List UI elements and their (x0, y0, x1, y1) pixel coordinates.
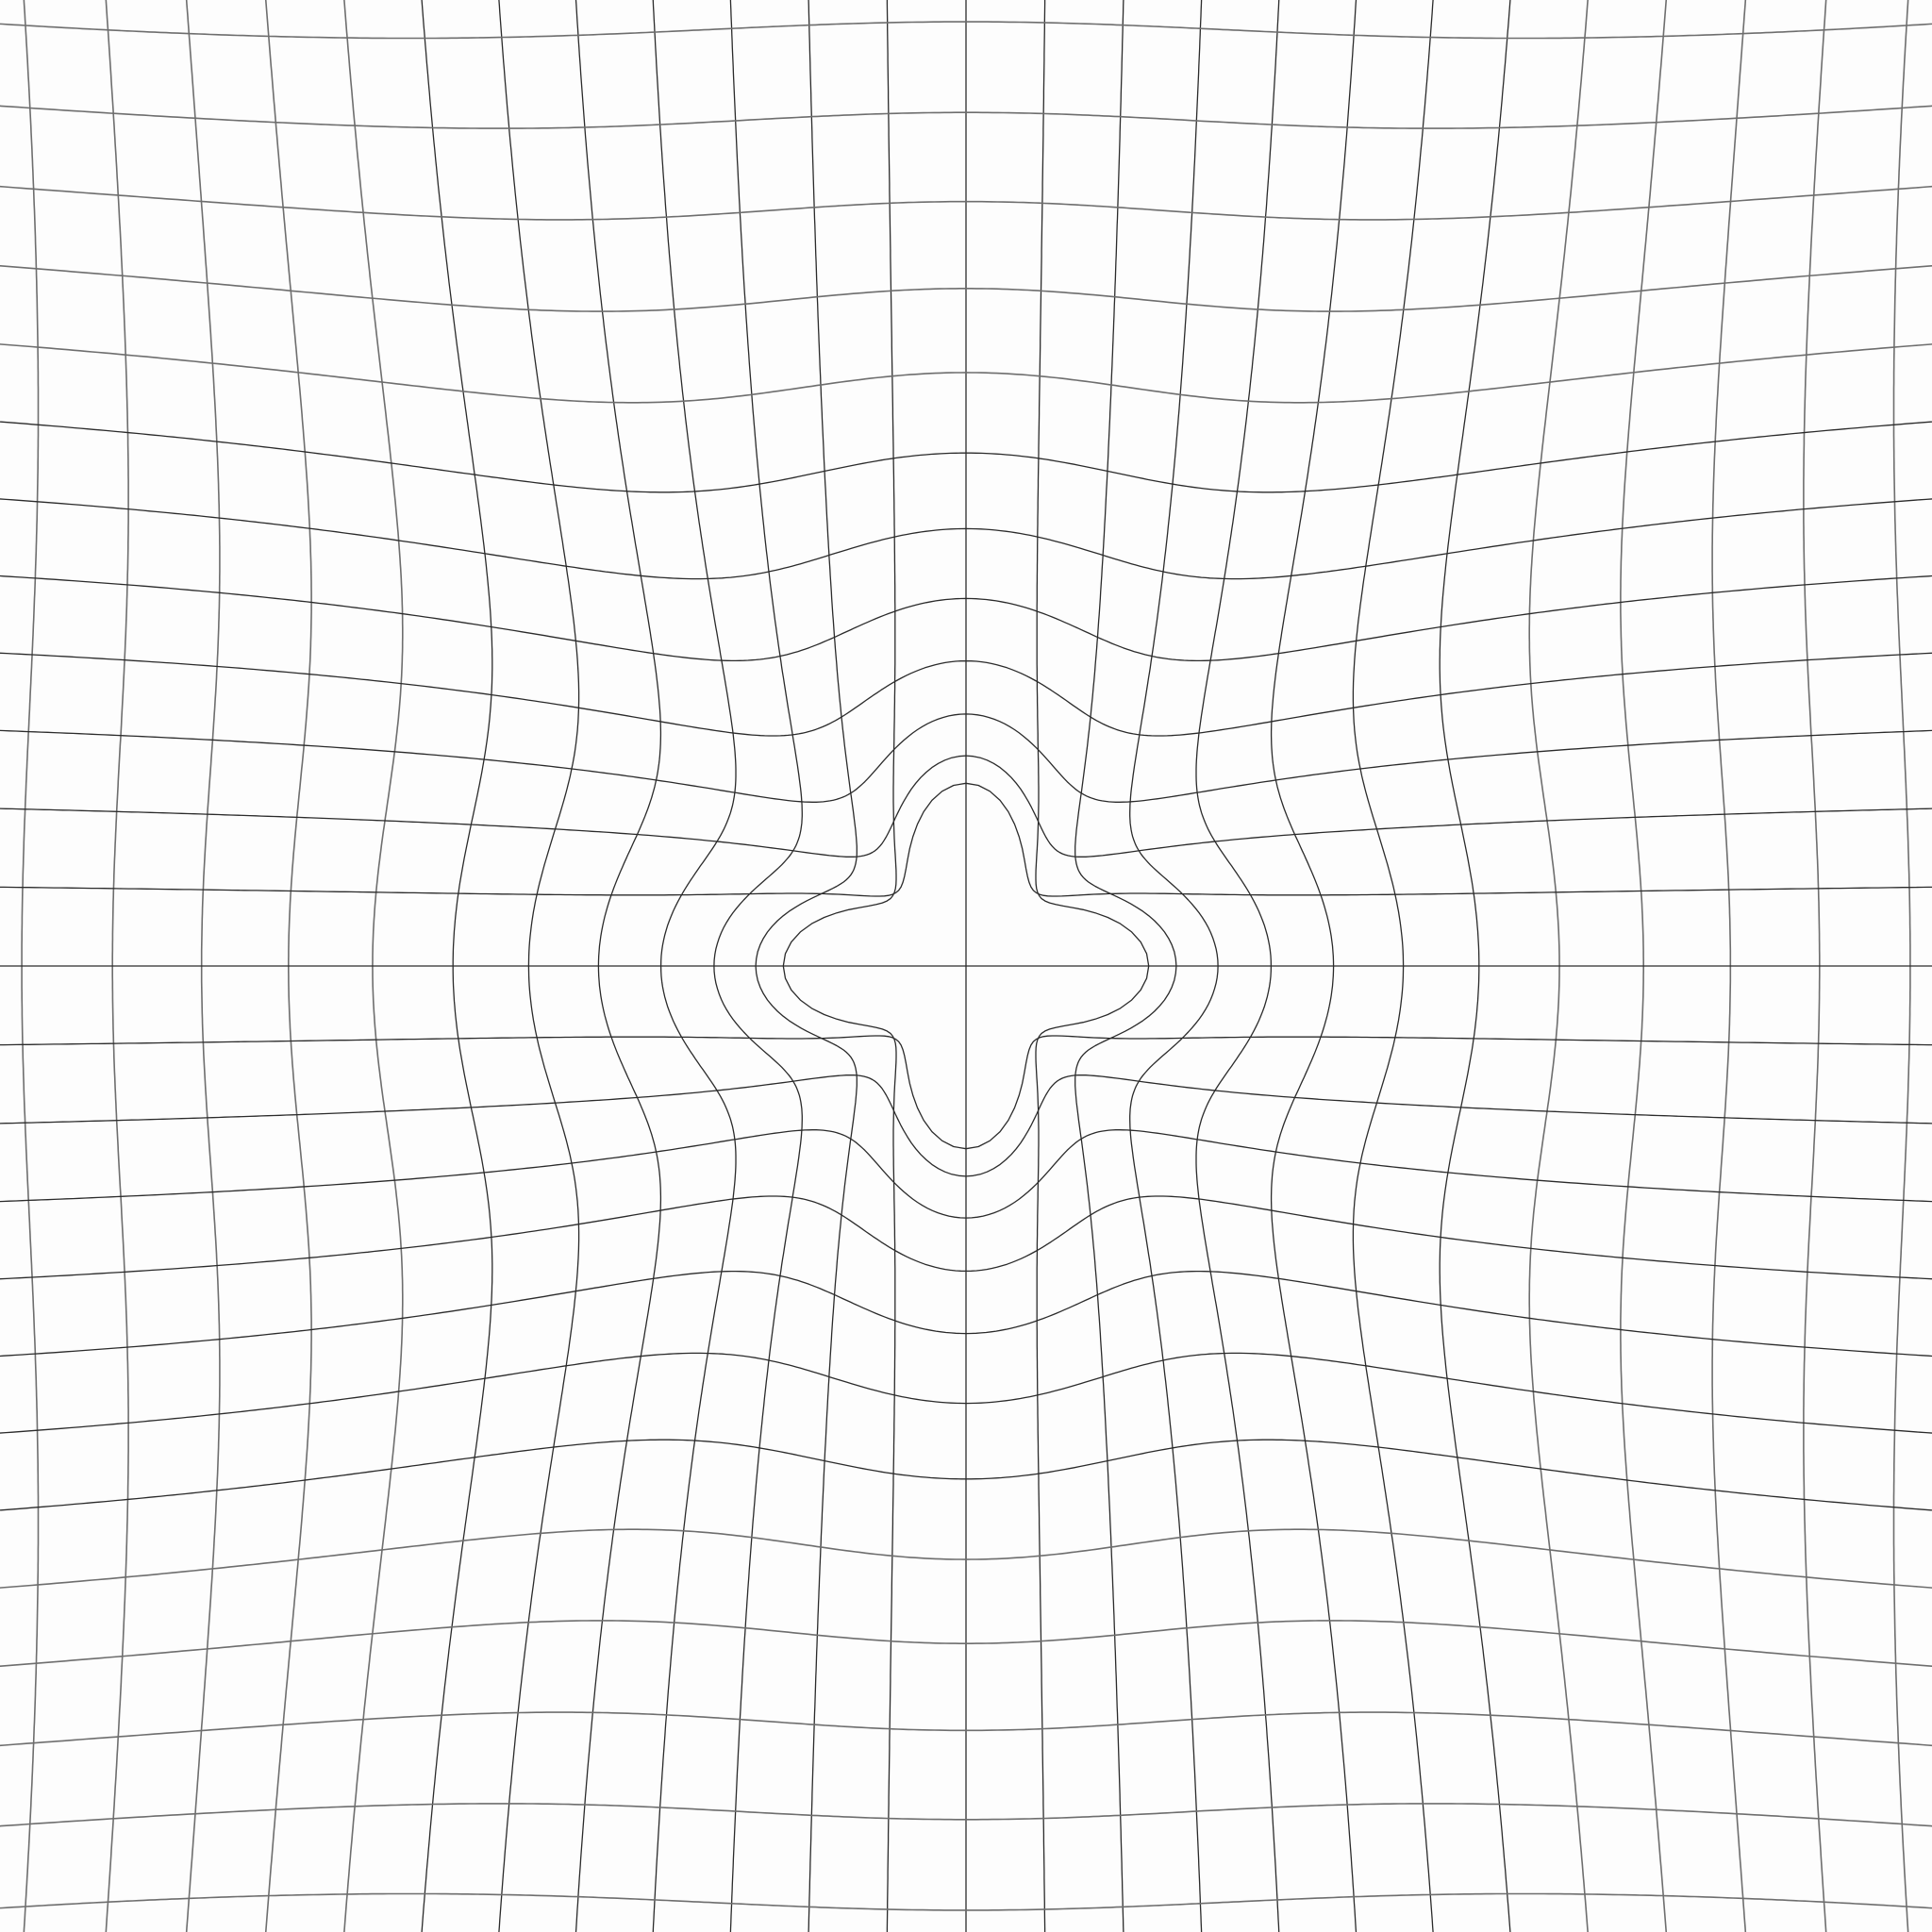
horizontal-grid-line-7-2158 (0, 1439, 1932, 1511)
horizontal-grid-line-1-2146 (0, 1035, 1932, 1150)
horizontal-grid-line--2-2146 (0, 755, 1932, 858)
horizontal-grid-line--7-2158 (0, 421, 1932, 493)
horizontal-grid-line-11-2158 (0, 1803, 1932, 1827)
horizontal-grid-line-4-2152 (0, 1195, 1932, 1280)
horizontal-grid-line--9-2158 (0, 264, 1932, 312)
horizontal-grid-line-3-2146 (0, 1129, 1932, 1219)
horizontal-grid-line-6-2158 (0, 1352, 1932, 1434)
horizontal-grid-line--11-2158 (0, 105, 1932, 129)
horizontal-grid-line-10-2158 (0, 1711, 1932, 1747)
horizontal-grid-line--6-2158 (0, 498, 1932, 580)
horizontal-grid-line--10-2158 (0, 185, 1932, 221)
horizontal-grid-line-12-2152 (0, 1892, 1932, 1911)
horizontal-grid-line-9-2158 (0, 1620, 1932, 1668)
horizontal-grid-line--3-2146 (0, 713, 1932, 803)
horizontal-grid-line-5-2158 (0, 1270, 1932, 1357)
horizontal-grid-line--12-2152 (0, 21, 1932, 40)
horizontal-grid-line--8-2158 (0, 343, 1932, 404)
horizontal-grid-line--4-2152 (0, 652, 1932, 737)
horizontal-grid-line-8-2158 (0, 1528, 1932, 1589)
horizontal-grid-line--1-2146 (0, 782, 1932, 897)
horizontal-grid-line--5-2158 (0, 575, 1932, 662)
horizontal-grid-line-2-2146 (0, 1074, 1932, 1177)
